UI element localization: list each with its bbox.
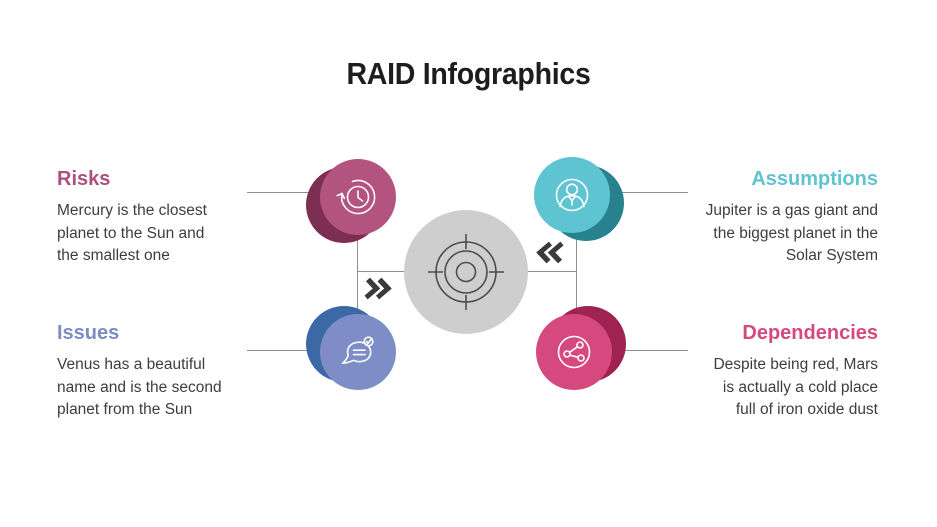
dependencies-section: Dependencies Despite being red, Mars is … — [686, 321, 878, 422]
left-vertical-connector-line — [357, 234, 358, 316]
risks-section: Risks Mercury is the closest planet to t… — [57, 167, 249, 268]
issues-section: Issues Venus has a beautiful name and is… — [57, 321, 249, 422]
dependencies-connector-line — [600, 350, 688, 351]
left-branch-connector-line — [357, 271, 405, 272]
history-clock-icon — [336, 179, 376, 215]
target-icon — [428, 234, 504, 310]
dependencies-circle — [536, 314, 612, 390]
dependencies-heading: Dependencies — [742, 322, 878, 344]
center-circle — [404, 210, 528, 334]
double-chevron-left-icon — [536, 241, 564, 264]
risks-connector-line — [247, 192, 332, 193]
right-vertical-connector-line — [576, 233, 577, 316]
issues-circle — [320, 314, 396, 390]
issues-description: Venus has a beautiful name and is the se… — [57, 356, 222, 418]
issues-heading: Issues — [57, 322, 120, 344]
risks-circle — [320, 159, 396, 235]
risks-heading: Risks — [57, 168, 111, 190]
right-branch-connector-line — [527, 271, 577, 272]
user-icon — [555, 178, 589, 212]
issues-connector-line — [247, 350, 332, 351]
share-icon — [557, 335, 591, 369]
chat-bubble-icon — [341, 336, 374, 364]
assumptions-circle — [534, 157, 610, 233]
assumptions-connector-line — [600, 192, 688, 193]
page-title: RAID Infographics — [346, 56, 591, 91]
assumptions-heading: Assumptions — [751, 168, 878, 190]
assumptions-section: Assumptions Jupiter is a gas giant and t… — [686, 167, 878, 268]
dependencies-description: Despite being red, Mars is actually a co… — [713, 356, 878, 418]
double-chevron-right-icon — [364, 277, 392, 300]
risks-description: Mercury is the closest planet to the Sun… — [57, 202, 207, 264]
assumptions-description: Jupiter is a gas giant and the biggest p… — [705, 202, 878, 264]
